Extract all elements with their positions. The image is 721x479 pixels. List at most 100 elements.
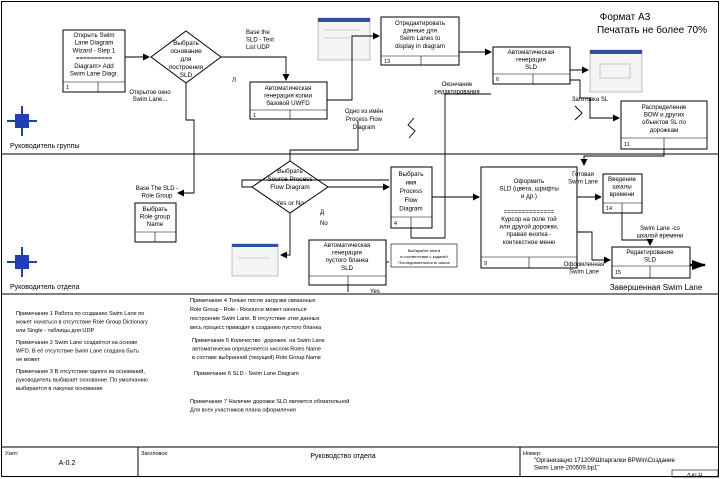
text-line: Автоматическая <box>508 49 555 56</box>
text-line: Swim Lane... <box>133 97 168 103</box>
text-line: Swim Lanes to <box>400 35 441 42</box>
format-title: Формат А3 <box>600 12 651 23</box>
mini-note-line-1: Выбирайте имя в <box>408 248 440 253</box>
text-line: Base The SLD - <box>136 186 179 192</box>
mini-note-line-2: в соответствии с задачей <box>400 254 447 259</box>
text-line: или другой дорожки, <box>500 224 559 231</box>
text-line: SLD <box>644 257 657 264</box>
footer-number-label: Номер: <box>523 451 542 457</box>
text-line: Role Group - Role - Resource может начат… <box>190 307 307 313</box>
text-line: Одно из имён <box>345 109 383 115</box>
text-line: Name <box>147 221 164 228</box>
note-3: Примечание 3 В отсутствие одного из осно… <box>16 368 148 392</box>
text-line: Выбрать <box>277 167 303 175</box>
text-line: Process <box>400 188 422 195</box>
screenshot-thumb-1 <box>317 17 371 61</box>
decision-letter-l: Л <box>232 78 236 84</box>
label-base-sld-role: Base The SLD -Role Group <box>136 186 179 199</box>
text-line: не может <box>16 357 40 363</box>
box-edit-final-sld-number: 15 <box>615 270 621 276</box>
box-edit-data-number: 13 <box>384 59 390 65</box>
text-line: Process Flow <box>346 117 383 123</box>
text-line: Swim Lane <box>568 179 598 185</box>
text-line: Swim Lane Diagr. <box>70 71 119 78</box>
screenshot-thumb-1-bar <box>318 18 370 22</box>
text-line: Примечание 2 Swim Lane создаётся на осно… <box>16 340 137 346</box>
screenshot-thumb-3 <box>231 243 279 277</box>
text-line: Редактирование <box>626 249 674 256</box>
label-decision-d: Д <box>320 210 324 216</box>
box-open-wizard <box>62 29 126 93</box>
box-gen-basic-copy <box>249 81 328 120</box>
text-line: Yes or No <box>276 200 304 207</box>
text-line: имя <box>405 180 416 187</box>
label-completed-sl: Завершенная Swim Lane <box>610 283 703 292</box>
footer-page: Л.из 11 <box>687 472 703 478</box>
text-line: SLD (цвета, шрифты <box>499 186 559 193</box>
text-line: шкалы <box>612 184 632 191</box>
text-line: Примечание 1 Работа по созданию Swim Lan… <box>16 311 144 317</box>
text-line: руководитель выбирает основание. По умол… <box>16 378 148 384</box>
text-line: Курсор на поле той <box>501 216 557 223</box>
text-line: Diagram <box>353 125 376 131</box>
text-line: генерация <box>332 250 362 257</box>
text-line: редактирования <box>434 89 479 95</box>
text-line: дорожкам <box>650 127 679 134</box>
text-line: контекстное меню <box>503 239 556 246</box>
note-5: Примечание 5 Количество `дорожек` на Swi… <box>192 338 325 361</box>
text-line: генерация <box>516 57 546 64</box>
label-draft-sl: Заготовка SL <box>572 97 609 103</box>
text-line: Для всех участников плана оформления <box>190 408 296 414</box>
text-line: Swim Lane <box>569 269 599 275</box>
box-time-scale-number: 14 <box>606 206 612 212</box>
footer-title-value: Руководство отдела <box>310 453 375 460</box>
box-time-scale <box>602 173 643 214</box>
text-line: Swim Lane -со <box>640 226 680 232</box>
text-line: Автоматическая <box>324 242 371 249</box>
note-4: Примечание 4 Только после загрузки связа… <box>190 298 322 331</box>
box-choose-pfd-name-number: 4 <box>394 221 397 227</box>
lane-label-dept-head: Руководитель отдела <box>10 284 80 291</box>
text-line: Flow <box>404 197 418 204</box>
text-line: может начаться в отсутствие Role Group D… <box>16 320 148 326</box>
text-line: SLD <box>525 64 538 71</box>
text-line: Открытое окно <box>129 90 171 96</box>
text-line: шкалой времени <box>637 232 684 239</box>
screenshot-thumb-2 <box>589 49 643 93</box>
box-distribute-number: 11 <box>624 142 630 148</box>
label-no: No <box>320 221 328 227</box>
text-line: весь процесс приводит к созданию пустого… <box>190 325 322 331</box>
text-line: Окончание <box>442 82 473 88</box>
print-note: Печатать не более 70% <box>597 24 707 36</box>
text-line: ВОW и других <box>644 112 685 119</box>
group-head-role-icon <box>7 106 37 136</box>
box-choose-role-group <box>134 202 177 243</box>
text-line: в составе выбранной (текущей) Role Group… <box>192 354 321 361</box>
box-open-wizard-number: 1 <box>66 85 69 91</box>
lane-label-group-head: Руководитель группы <box>10 143 80 150</box>
text-line: Оформленная <box>564 262 604 268</box>
mini-note-line-3: Последовательность шагов <box>398 260 449 265</box>
text-line: Swim Lane-200509.bp1" <box>534 466 600 472</box>
text-line: для <box>181 56 192 63</box>
text-line: Примечание 7 Наличие дорожки SLD являетс… <box>190 398 349 405</box>
footer-number-value: "Организацио 171209\Шпаргалки BPWin\Созд… <box>534 458 675 472</box>
text-line: базовой UWFD <box>266 100 310 107</box>
text-line: пустого бланка <box>326 257 370 264</box>
